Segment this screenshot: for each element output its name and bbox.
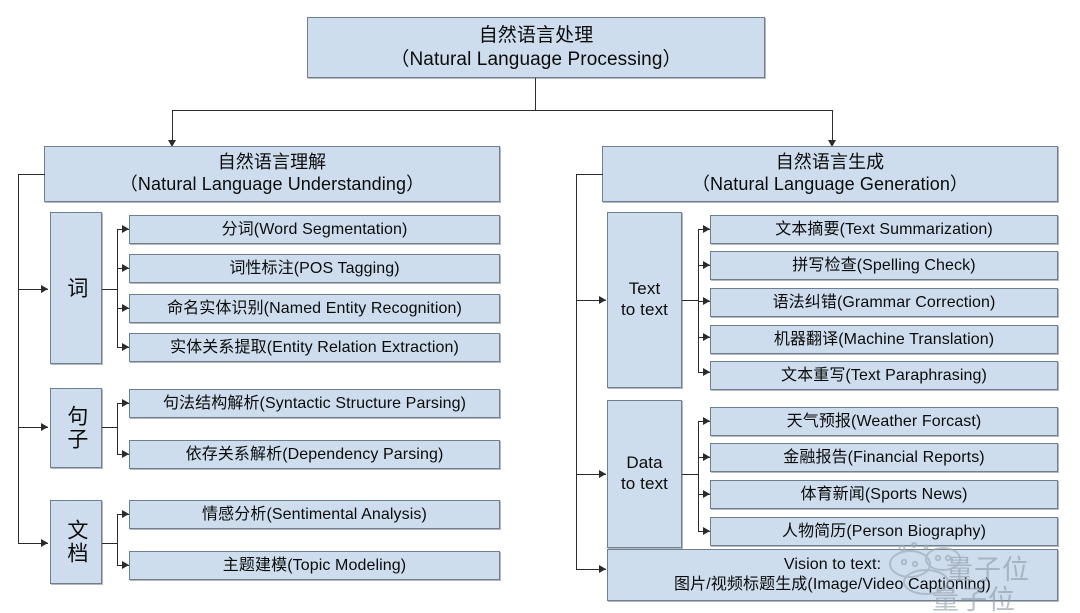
root-label-cn: 自然语言处理	[478, 25, 594, 47]
root-label-en: （Natural Language Processing）	[390, 48, 682, 70]
connector-document-spine	[117, 514, 119, 565]
vision-label-1: Vision to text:	[783, 556, 882, 574]
category-label-sentence: 句子	[64, 405, 88, 451]
connector-nlg-spine-entry	[576, 174, 603, 176]
arrowhead-text2text-leaf-1	[703, 261, 710, 269]
connector-nlg-to-data2text	[576, 474, 606, 476]
nlu-label-en: （Natural Language Understanding）	[119, 174, 425, 194]
category-node-sentence: 句子	[50, 388, 102, 468]
arrowhead-document-leaf-1	[122, 561, 129, 569]
arrowhead-word	[41, 285, 48, 293]
leaf-node: 拼写检查(Spelling Check)	[710, 251, 1058, 280]
arrowhead-text2text-leaf-4	[703, 368, 710, 376]
arrowhead-data2text-leaf-3	[703, 527, 710, 535]
leaf-node: 金融报告(Financial Reports)	[710, 443, 1058, 472]
connector-text2text-spine	[698, 229, 700, 372]
category-node-document: 文档	[50, 500, 102, 584]
root-node-nlp: 自然语言处理 （Natural Language Processing）	[307, 17, 765, 78]
nlg-label-cn: 自然语言生成	[775, 152, 885, 173]
arrowhead-word-leaf-3	[122, 343, 129, 351]
category-node-word: 词	[50, 212, 102, 364]
connector-nlg-to-text2text	[576, 300, 606, 302]
data-to-text-label-2: to text	[620, 474, 668, 493]
arrowhead-vision	[599, 565, 606, 573]
connector-sentence-out	[102, 427, 117, 429]
branch-node-nlu: 自然语言理解 （Natural Language Understanding）	[44, 146, 500, 202]
connector-root-stem	[535, 78, 537, 110]
leaf-node: 分词(Word Segmentation)	[129, 215, 500, 244]
arrowhead-text2text	[599, 296, 606, 304]
leaf-node-vision-to-text: Vision to text: 图片/视频标题生成(Image/Video Ca…	[607, 549, 1058, 601]
arrowhead-data2text-leaf-0	[703, 417, 710, 425]
connector-nlu-spine	[18, 174, 20, 544]
data-to-text-label-1: Data	[626, 453, 663, 473]
leaf-node: 依存关系解析(Dependency Parsing)	[129, 440, 500, 469]
leaf-node: 人物简历(Person Biography)	[710, 517, 1058, 546]
connector-document-out	[102, 543, 117, 545]
connector-root-to-nlu	[172, 110, 174, 141]
leaf-node: 命名实体识别(Named Entity Recognition)	[129, 294, 500, 323]
connector-text2text-out	[682, 300, 698, 302]
connector-nlu-to-doc	[18, 543, 48, 545]
arrowhead-sentence-leaf-1	[122, 450, 129, 458]
category-node-data-to-text: Data to text	[607, 400, 682, 548]
leaf-node: 情感分析(Sentimental Analysis)	[129, 500, 500, 529]
category-label-word: 词	[64, 276, 88, 300]
arrowhead-document-leaf-0	[122, 510, 129, 518]
arrowhead-word-leaf-1	[122, 264, 129, 272]
arrowhead-doc	[41, 539, 48, 547]
leaf-node: 体育新闻(Sports News)	[710, 480, 1058, 509]
arrowhead-word-leaf-2	[122, 304, 129, 312]
connector-root-bus	[172, 110, 832, 112]
connector-nlu-spine-entry	[18, 174, 45, 176]
arrowhead-word-leaf-0	[122, 225, 129, 233]
arrowhead-nlu	[168, 140, 176, 147]
arrowhead-data2text-leaf-2	[703, 490, 710, 498]
connector-word-spine	[117, 229, 119, 347]
vision-label-2: 图片/视频标题生成(Image/Video Captioning)	[674, 576, 991, 593]
arrowhead-text2text-leaf-0	[703, 225, 710, 233]
leaf-node: 词性标注(POS Tagging)	[129, 254, 500, 283]
leaf-node: 文本摘要(Text Summarization)	[710, 215, 1058, 244]
leaf-node: 天气预报(Weather Forcast)	[710, 407, 1058, 436]
branch-node-nlg: 自然语言生成 （Natural Language Generation）	[602, 146, 1058, 202]
leaf-node: 机器翻译(Machine Translation)	[710, 325, 1058, 354]
arrowhead-text2text-leaf-2	[703, 297, 710, 305]
leaf-node: 主题建模(Topic Modeling)	[129, 551, 500, 580]
connector-sentence-spine	[117, 403, 119, 454]
arrowhead-data2text-leaf-1	[703, 453, 710, 461]
connector-nlu-to-sentence	[18, 427, 48, 429]
nlg-label-en: （Natural Language Generation）	[691, 174, 969, 194]
leaf-node: 实体关系提取(Entity Relation Extraction)	[129, 333, 500, 362]
arrowhead-nlg	[828, 140, 836, 147]
text-to-text-label-2: to text	[620, 300, 668, 319]
connector-root-to-nlg	[832, 110, 834, 141]
leaf-node: 句法结构解析(Syntactic Structure Parsing)	[129, 389, 500, 418]
leaf-node: 语法纠错(Grammar Correction)	[710, 288, 1058, 317]
nlu-label-cn: 自然语言理解	[217, 152, 327, 173]
category-label-document: 文档	[64, 519, 88, 565]
text-to-text-label-1: Text	[628, 279, 661, 299]
connector-word-out	[102, 289, 117, 291]
arrowhead-sentence	[41, 423, 48, 431]
category-node-text-to-text: Text to text	[607, 212, 682, 388]
connector-nlg-spine	[576, 174, 578, 569]
leaf-node: 文本重写(Text Paraphrasing)	[710, 361, 1058, 390]
arrowhead-sentence-leaf-0	[122, 399, 129, 407]
arrowhead-text2text-leaf-3	[703, 333, 710, 341]
connector-nlu-to-word	[18, 289, 48, 291]
arrowhead-data2text	[599, 470, 606, 478]
connector-data2text-out	[682, 474, 698, 476]
connector-nlg-to-vision	[576, 569, 606, 571]
connector-data2text-spine	[698, 421, 700, 531]
